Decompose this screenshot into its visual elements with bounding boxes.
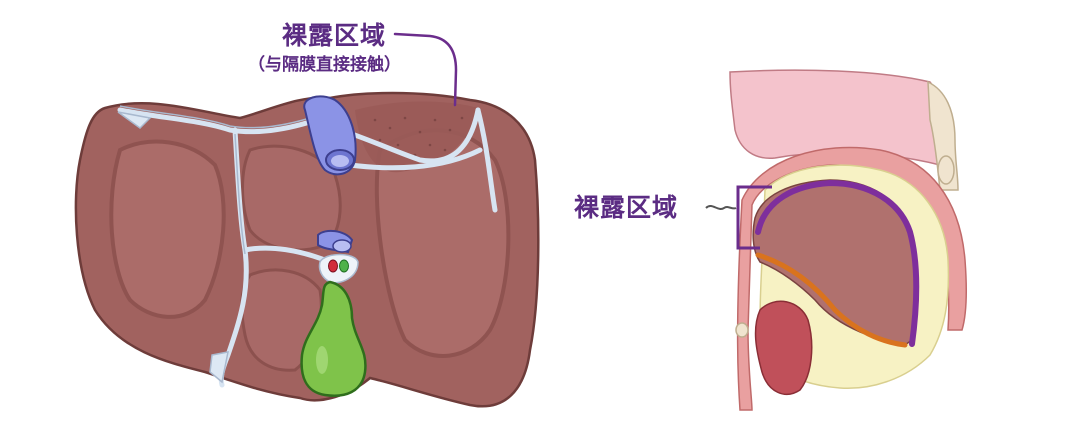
portal-vein xyxy=(317,229,354,254)
liver-posterior-view xyxy=(74,91,540,408)
section-bare-area-title: 裸露区域 xyxy=(574,193,679,222)
liver-right-lobe-contour xyxy=(109,139,226,319)
bare-area-dots xyxy=(373,116,464,157)
porta-hepatis-vessels xyxy=(318,253,359,284)
bare-area-stipple xyxy=(355,101,478,173)
liver-bare-area-subtitle: （与隔膜直接接触） xyxy=(248,55,401,75)
liver-left-lobe-contour xyxy=(374,128,511,358)
quadrate-lobe xyxy=(240,268,323,372)
visceral-peritoneum-edge xyxy=(755,252,908,348)
lung-region xyxy=(729,69,944,166)
wall-node xyxy=(735,322,749,338)
inferior-vena-cava xyxy=(303,95,357,176)
rib-end xyxy=(937,155,955,185)
bare-area-callout-line xyxy=(393,32,458,107)
gallbladder-highlight xyxy=(316,346,328,374)
triangular-ligament-right xyxy=(117,111,152,129)
sagittal-section-view xyxy=(705,69,967,411)
ligament-outlines xyxy=(119,105,311,255)
kidney xyxy=(754,300,813,395)
bare-area-bracket xyxy=(736,185,772,250)
liver-bare-area-title: 裸露区域 xyxy=(282,21,387,50)
bracket-tilde xyxy=(705,205,737,210)
ligament-tip-bottom xyxy=(209,351,229,384)
bare-area-outline xyxy=(755,179,920,347)
